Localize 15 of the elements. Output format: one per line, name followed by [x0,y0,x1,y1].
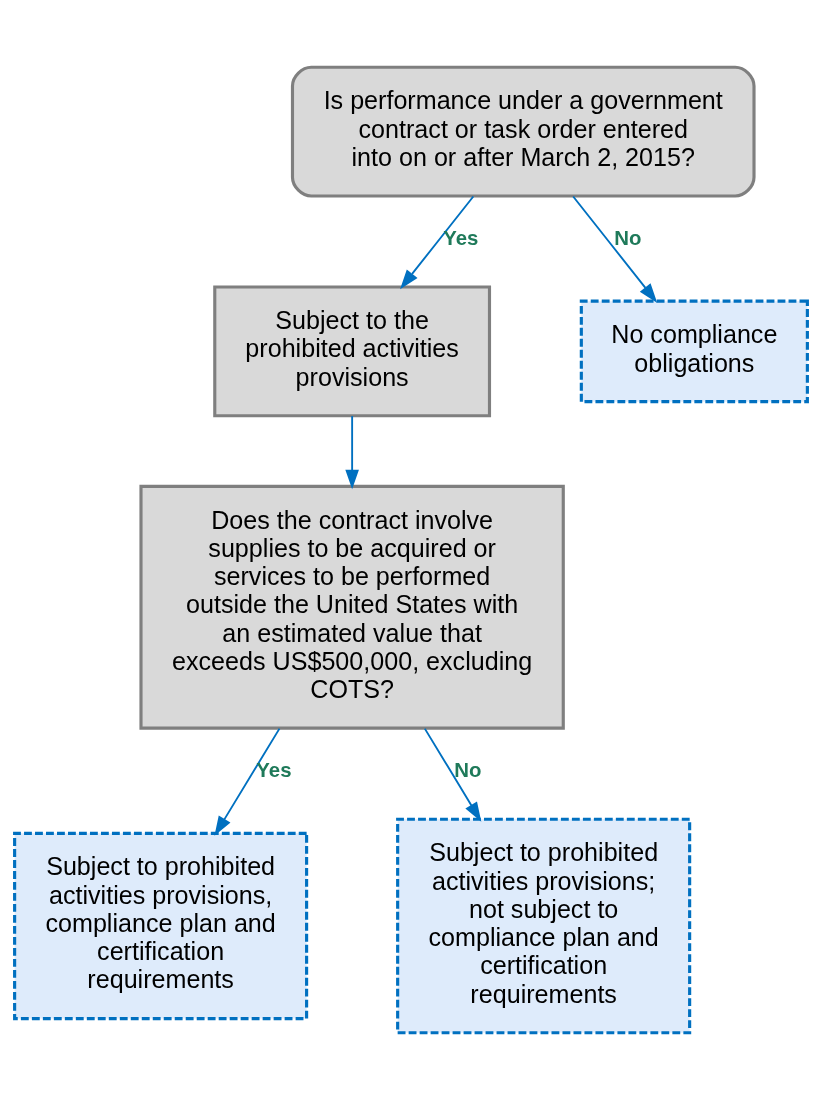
arrow [423,727,482,822]
arrow [345,415,359,490]
edge-label: Yes [443,227,479,250]
arrow [400,195,475,290]
arrow [214,727,281,836]
arrow [572,195,658,303]
node-box: Subject to prohibited activities provisions, compliance plan and certification requirements [13,831,309,1021]
edge-label: No [614,227,642,250]
node-box: Does the contract involve supplies to be acquired or services to be performed outside the United States with an estimated value that exceeds US$500,000, excluding COTS? [139,484,565,730]
node-box: Subject to prohibited activities provisions; not subject to compliance plan and certification requirements [396,817,692,1035]
node-box: Is performance under a government contract or task order entered into on or after March 2, 2015? [290,65,756,198]
node-box: Subject to the prohibited activities provisions [213,285,492,418]
node-box: No compliance obligations [579,299,809,404]
edge-label: Yes [256,759,292,782]
edge-label: No [454,759,482,782]
